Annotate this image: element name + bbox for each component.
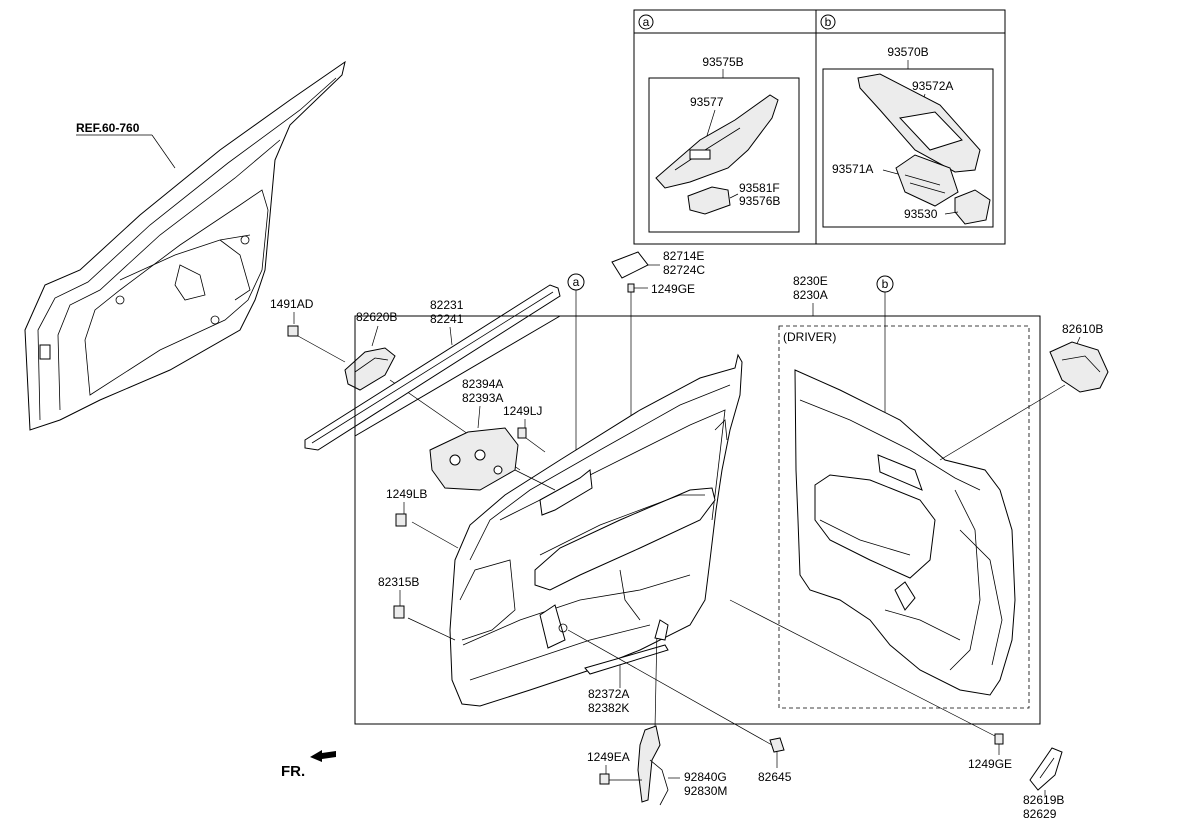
screw-1249LJ: 1249LJ [503,404,546,453]
screw-1249GE-bottom: 1249GE [729,599,1012,771]
inset-b: b 93570B 93572A 93571A 93530 [820,14,994,228]
door-trim-assembly-box: 8230E 8230A [354,274,1041,725]
label-82620B: 82620B [356,310,397,324]
door-trim-panel [449,353,743,707]
callout-a-marker: a [573,275,580,289]
cover-82619B: 82619B 82629 [1023,747,1064,820]
front-arrow-icon [310,750,336,762]
label-82231: 82231 [430,298,464,312]
inset-b-part-label-2: 93530 [904,207,938,221]
inset-b-marker: b [825,15,832,29]
reference-label: REF.60-760 [76,121,140,135]
label-82372A: 82372A [588,687,629,701]
label-82724C: 82724C [663,263,705,277]
screw-1249LB: 1249LB [386,487,459,549]
label-82382K: 82382K [588,701,629,715]
label-82714E: 82714E [663,249,704,263]
door-frame: REF.60-760 [24,60,346,431]
label-1249GE-top: 1249GE [651,282,695,296]
driver-variant-box: (DRIVER) [778,325,1030,709]
screw-1249EA: 1249EA [587,750,642,785]
inset-a-assembly-label: 93575B [702,55,743,69]
label-82241: 82241 [430,312,464,326]
label-82645: 82645 [758,770,792,784]
inset-a: a 93575B 93577 93581F 93576B [638,14,800,233]
label-82610B: 82610B [1062,322,1103,336]
label-82629: 82629 [1023,807,1057,820]
label-1249LJ: 1249LJ [503,404,542,418]
label-92840G: 92840G [684,770,727,784]
strip-82372A: 82372A 82382K [584,644,669,715]
weatherstrip-82231: 82231 82241 [304,284,561,451]
label-82394A: 82394A [462,377,503,391]
clip-1491AD: 1491AD [270,297,346,363]
bracket-82394A: 82394A 82393A [429,377,556,491]
label-82619B: 82619B [1023,793,1064,807]
clip-82645: 82645 [567,629,792,784]
inset-a-part-label-0: 93577 [690,95,724,109]
label-82315B: 82315B [378,575,419,589]
clip-82315B: 82315B [378,575,456,641]
inner-handle-82610B: 82610B [939,322,1109,461]
door-trim-panel-driver [794,369,1016,696]
inset-panel: a 93575B 93577 93581F 93576B b 93570B 93… [633,9,1006,245]
label-1491AD: 1491AD [270,297,314,311]
inset-b-assembly-label: 93570B [887,45,928,59]
inset-a-part-label-1: 93581F [739,181,780,195]
inset-b-part-label-1: 93571A [832,162,873,176]
window-switch-panel-a [655,94,779,189]
label-1249LB: 1249LB [386,487,427,501]
window-switch-a [687,186,731,215]
cover-82714E: 82714E 82724C [611,249,705,279]
window-switch-b [954,189,991,225]
inner-handle-82620B: 82620B [344,310,521,471]
inset-a-marker: a [643,15,650,29]
inset-b-part-label-0: 93572A [912,79,953,93]
driver-label: (DRIVER) [783,330,836,344]
label-1249EA: 1249EA [587,750,630,764]
front-direction-indicator: FR. [281,750,336,780]
label-8230E: 8230E [793,274,828,288]
inset-a-part-label-2: 93576B [739,194,780,208]
callout-b-marker: b [882,277,889,291]
label-1249GE-bottom: 1249GE [968,757,1012,771]
front-label: FR. [281,763,305,780]
lamp-92840G: 92840G 92830M [637,619,727,806]
label-82393A: 82393A [462,391,503,405]
label-92830M: 92830M [684,784,727,798]
label-8230A: 8230A [793,288,828,302]
window-switch-cluster-b [895,154,959,207]
